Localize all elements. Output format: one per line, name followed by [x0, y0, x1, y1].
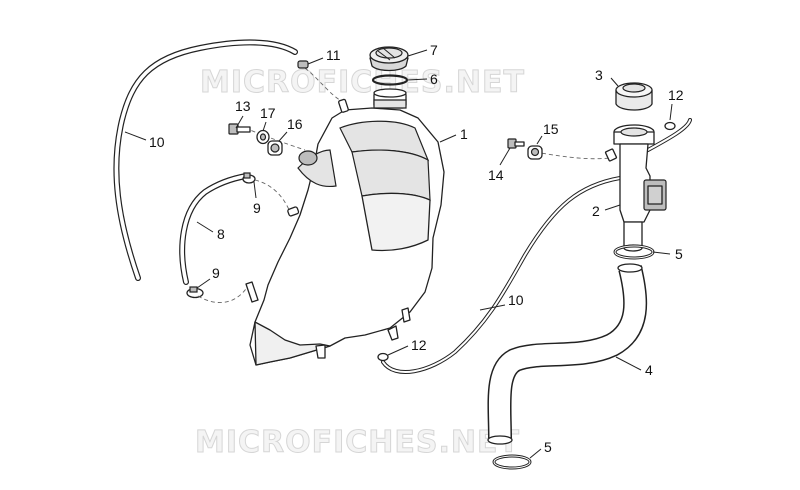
- reservoir: [604, 124, 667, 252]
- callout-15: 15: [543, 121, 559, 137]
- callout-7: 7: [430, 42, 438, 58]
- small-fitting-11: [297, 60, 309, 69]
- callout-12-bottom: 12: [411, 337, 427, 353]
- clamp-12-top: [664, 121, 676, 131]
- grommet-16: [267, 140, 283, 156]
- bolt-13: [228, 123, 251, 135]
- expansion-tank: [245, 88, 445, 366]
- grommet-15: [527, 145, 543, 160]
- callout-6: 6: [430, 71, 438, 87]
- clamp-12-bottom: [377, 352, 389, 362]
- callout-3: 3: [595, 67, 603, 83]
- watermark-top: MICROFICHES.NET: [200, 65, 525, 100]
- watermark-bottom: MICROFICHES.NET: [195, 425, 520, 460]
- hose-left-long: [113, 39, 298, 281]
- callout-17: 17: [260, 105, 276, 121]
- hose-curved-short: [179, 173, 249, 285]
- callout-9-lower: 9: [212, 265, 220, 281]
- clamp-upper: [242, 172, 256, 184]
- callout-12-top: 12: [668, 87, 684, 103]
- callout-13: 13: [235, 98, 251, 114]
- callout-10-right: 10: [508, 292, 524, 308]
- clamp-lower: [186, 286, 204, 299]
- washer-17: [256, 129, 270, 145]
- callout-4: 4: [645, 362, 653, 378]
- callouts: 7 6 11 1 10 13 17 16 9 8 9 3 12 15 14 2 …: [149, 42, 684, 455]
- callout-5-lower: 5: [544, 439, 552, 455]
- bolt-14: [507, 138, 525, 149]
- hose-right-long: [381, 176, 622, 375]
- leader-lines: [124, 49, 673, 459]
- callout-5-upper: 5: [675, 246, 683, 262]
- hose-large-4: [487, 263, 648, 445]
- callout-9-upper: 9: [253, 200, 261, 216]
- reservoir-cap: [615, 82, 653, 111]
- callout-8: 8: [217, 226, 225, 242]
- tank-cap: [369, 46, 409, 72]
- callout-16: 16: [287, 116, 303, 132]
- hose-reservoir-vent: [646, 118, 692, 152]
- callout-1: 1: [460, 126, 468, 142]
- callout-2: 2: [592, 203, 600, 219]
- callout-14: 14: [488, 167, 504, 183]
- callout-10-left: 10: [149, 134, 165, 150]
- callout-11: 11: [326, 47, 341, 63]
- clamp-5-lower: [492, 454, 532, 470]
